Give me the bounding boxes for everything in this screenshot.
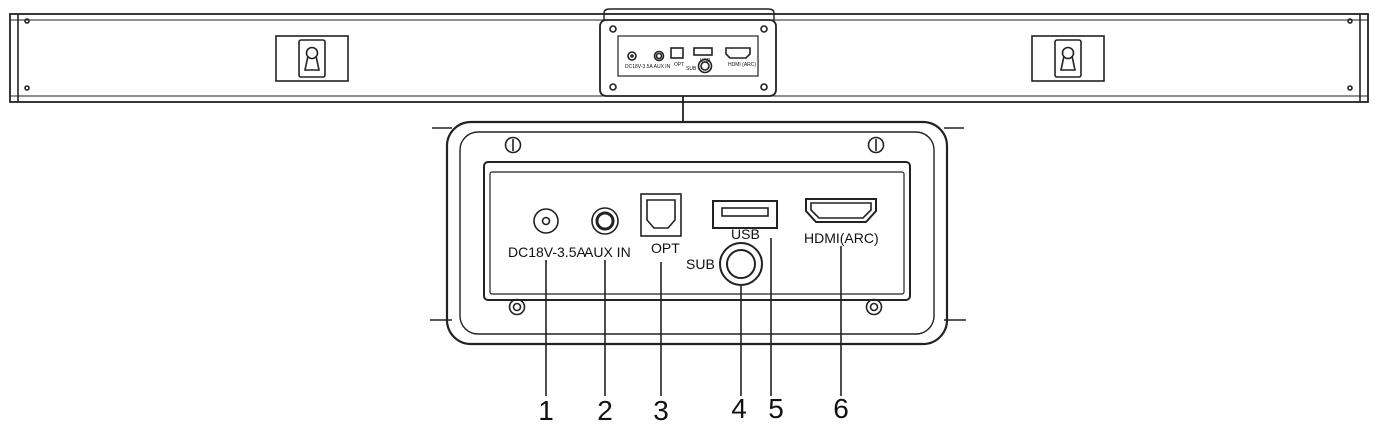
mini-hdmi-label: HDMI (ARC) bbox=[728, 62, 756, 68]
mini-connector-panel bbox=[599, 8, 777, 97]
callout-number-4: 4 bbox=[731, 393, 747, 424]
mini-sub-label: SUB bbox=[686, 66, 697, 72]
sub-port-label: SUB bbox=[686, 256, 715, 272]
dc-power-jack bbox=[533, 208, 559, 396]
zoomed-panel-frame bbox=[430, 120, 966, 346]
usb-port-label: USB bbox=[731, 226, 760, 242]
callout-number-5: 5 bbox=[768, 393, 784, 424]
aux-port-label: AUX IN bbox=[584, 244, 631, 260]
callout-number-6: 6 bbox=[833, 393, 849, 424]
wall-mount-bracket-right bbox=[1031, 35, 1105, 82]
mini-dc-aux-label: DC18V-3.5A AUX IN bbox=[625, 64, 671, 70]
callout-number-2: 2 bbox=[597, 395, 613, 426]
optical-port bbox=[640, 193, 682, 396]
usb-port bbox=[712, 200, 778, 396]
mini-usb-label: USB bbox=[700, 58, 711, 64]
soundbar-body bbox=[9, 13, 1369, 103]
sub-out-jack bbox=[719, 242, 763, 396]
wall-mount-bracket-left bbox=[275, 35, 349, 82]
mini-opt-label: OPT bbox=[674, 62, 684, 68]
dc-port-label: DC18V-3.5A bbox=[508, 244, 586, 260]
callout-number-3: 3 bbox=[653, 395, 669, 426]
opt-port-label: OPT bbox=[651, 240, 680, 256]
hdmi-port-label: HDMI(ARC) bbox=[804, 230, 879, 246]
aux-in-jack bbox=[591, 207, 619, 396]
hdmi-arc-port bbox=[805, 198, 877, 396]
panel-screws bbox=[504, 136, 885, 316]
callout-number-1: 1 bbox=[538, 395, 554, 426]
